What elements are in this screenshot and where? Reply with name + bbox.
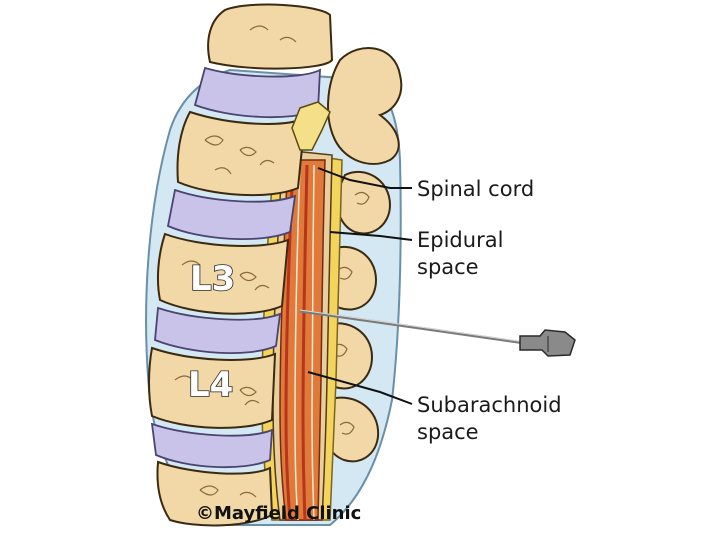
callout-line-spinal-cord	[317, 167, 412, 189]
label-spinal-cord: Spinal cord	[417, 177, 534, 201]
credit-text: ©Mayfield Clinic	[196, 503, 361, 524]
label-subarachnoid-line2: space	[417, 420, 479, 444]
vertebra-label-l3: L3	[190, 259, 235, 299]
spinous-process-top	[327, 47, 403, 165]
callout-line-epidural	[329, 231, 413, 241]
bone-texture	[174, 25, 297, 498]
vertebra-label-l4: L4	[188, 365, 233, 405]
vertebral-body-1	[176, 110, 307, 197]
label-subarachnoid-line1: Subarachnoid	[417, 393, 562, 417]
vertebral-column	[148, 3, 334, 527]
vertebral-body-l3	[156, 232, 290, 315]
vertebral-body-l4	[148, 346, 277, 429]
callout-lines	[307, 167, 413, 405]
spinal-cord	[279, 159, 326, 521]
spinal-needle	[299, 309, 576, 357]
callout-line-subarachnoid	[307, 371, 413, 405]
disc-2	[166, 188, 297, 241]
label-epidural-line2: space	[417, 255, 479, 279]
vertebral-body-top	[207, 3, 334, 70]
label-epidural-line1: Epidural	[417, 228, 503, 252]
disc-4	[150, 422, 273, 469]
ligament-detail	[291, 101, 331, 151]
disc-3	[154, 306, 282, 355]
